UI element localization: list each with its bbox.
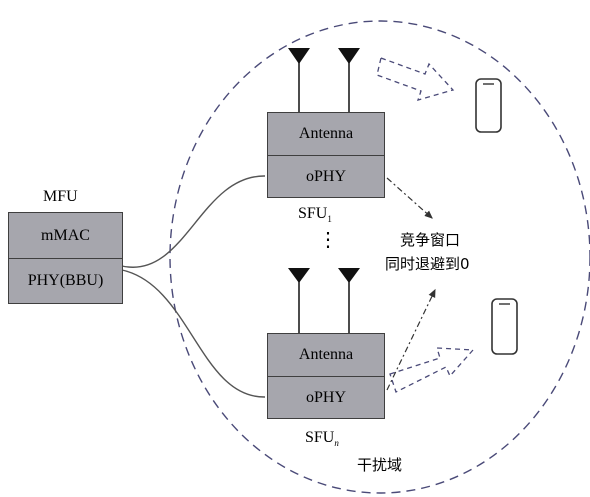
backoff-line1: 竞争窗口 (400, 231, 461, 249)
sfun-antennas (288, 268, 360, 334)
backoff-line2: 同时退避到0 (385, 255, 470, 273)
sfu1-ophy-block: oPHY (267, 155, 385, 198)
fronthaul-link-sfun (121, 269, 266, 398)
sfun-name: SFU (305, 429, 335, 446)
sfun-ophy-label: oPHY (305, 388, 346, 406)
interference-domain-ellipse (169, 20, 590, 494)
transmission-arrow-sfun (389, 347, 475, 393)
sfu1-ophy-label: oPHY (305, 167, 346, 185)
phone-icon (475, 78, 502, 133)
sfun-label: SFUn (305, 430, 339, 448)
backoff-arrow-sfu1 (386, 177, 433, 219)
transmission-arrow-sfu1 (376, 57, 455, 101)
sfu1-label: SFU1 (298, 206, 332, 224)
mmac-block: mMAC (8, 212, 123, 259)
sfu1-subscript: 1 (327, 214, 332, 224)
sfun-subscript: n (334, 438, 339, 448)
phy-bbu-label: PHY(BBU) (27, 272, 104, 289)
fronthaul-link-sfu1 (121, 175, 266, 268)
sfu1-antenna-label: Antenna (298, 125, 354, 142)
sfu1-name: SFU (298, 205, 328, 222)
phy-bbu-block: PHY(BBU) (8, 258, 123, 304)
sfun-antenna-label: Antenna (298, 346, 354, 363)
sfu1-antenna-block: Antenna (267, 112, 385, 156)
backoff-arrow-sfun (386, 288, 436, 391)
phone-icon (491, 298, 518, 355)
interference-domain-label: 干扰域 (357, 456, 403, 474)
mmac-label: mMAC (41, 226, 90, 244)
sfun-ophy-block: oPHY (267, 376, 385, 419)
sfu1-antennas (288, 48, 360, 113)
sfu-ellipsis: ⋮ (318, 229, 338, 251)
sfun-antenna-block: Antenna (267, 333, 385, 377)
mfu-label: MFU (43, 188, 78, 205)
